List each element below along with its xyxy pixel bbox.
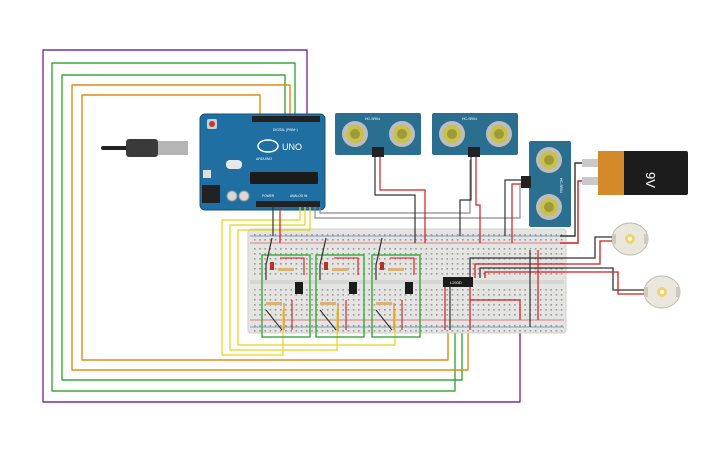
- arduino-brand-label: ARDUINO: [256, 157, 272, 161]
- led[interactable]: [324, 262, 328, 270]
- arduino-uno[interactable]: UNO ARDUINO DIGITAL (PWM~) POWER ANALOG …: [199, 113, 326, 211]
- reset-button[interactable]: [209, 121, 215, 127]
- arduino-model-label: UNO: [282, 142, 302, 152]
- wire-yellow-1[interactable]: [221, 207, 301, 356]
- resistor[interactable]: [388, 268, 404, 271]
- driver-wires: [444, 250, 539, 330]
- resistor[interactable]: [376, 302, 392, 305]
- wire-orange-outer-1[interactable]: [71, 84, 469, 371]
- dc-motor-1[interactable]: [611, 222, 649, 256]
- wire-purple-outer[interactable]: [42, 49, 521, 403]
- motor-driver-l293d[interactable]: L293D: [443, 277, 473, 287]
- led-module-2: [315, 237, 365, 338]
- ultrasonic-sensor-3[interactable]: HC-SR04: [521, 141, 571, 227]
- breadboard: [247, 228, 567, 334]
- outer-wires: [42, 49, 521, 403]
- sensor-1-label: HC-SR04: [365, 117, 380, 121]
- led-module-1: [261, 237, 311, 338]
- led[interactable]: [270, 262, 274, 270]
- wire-gray-2[interactable]: [319, 160, 471, 214]
- ultrasonic-sensor-2[interactable]: HC-SR04: [432, 113, 518, 157]
- arduino-analog-label: ANALOG IN: [290, 194, 308, 198]
- arduino-digital-label: DIGITAL (PWM~): [273, 128, 298, 132]
- sensor-3-label: HC-SR04: [559, 178, 563, 193]
- battery-label: 9V: [643, 172, 658, 188]
- sensor-wires: [374, 157, 521, 243]
- ultrasonic-sensor-1[interactable]: HC-SR04: [335, 113, 421, 157]
- arduino-logo-icon: [257, 139, 279, 153]
- arduino-power-label: POWER: [262, 194, 275, 198]
- wire-yellow-3[interactable]: [237, 207, 396, 346]
- wire-orange-outer-2[interactable]: [81, 94, 449, 361]
- driver-label: L293D: [450, 280, 462, 285]
- led-module-3: [371, 237, 421, 338]
- arduino-wires: [221, 160, 521, 356]
- battery-9v[interactable]: 9V: [582, 151, 688, 195]
- wire-gray-1[interactable]: [314, 185, 521, 219]
- sensor-2-label: HC-SR04: [462, 117, 477, 121]
- dc-motor-2[interactable]: [643, 275, 681, 309]
- resistor[interactable]: [320, 302, 336, 305]
- resistor[interactable]: [266, 302, 282, 305]
- motor-wires: [469, 236, 644, 295]
- led-modules: [261, 237, 421, 338]
- resistor[interactable]: [278, 268, 294, 271]
- wire-yellow-2[interactable]: [229, 207, 338, 351]
- led[interactable]: [380, 262, 384, 270]
- resistor[interactable]: [332, 268, 348, 271]
- battery-wires: [560, 162, 582, 244]
- wire-green-outer-2[interactable]: [61, 74, 463, 381]
- transistor[interactable]: [295, 282, 303, 294]
- transistor[interactable]: [405, 282, 413, 294]
- usb-cable: [101, 139, 188, 157]
- transistor[interactable]: [349, 282, 357, 294]
